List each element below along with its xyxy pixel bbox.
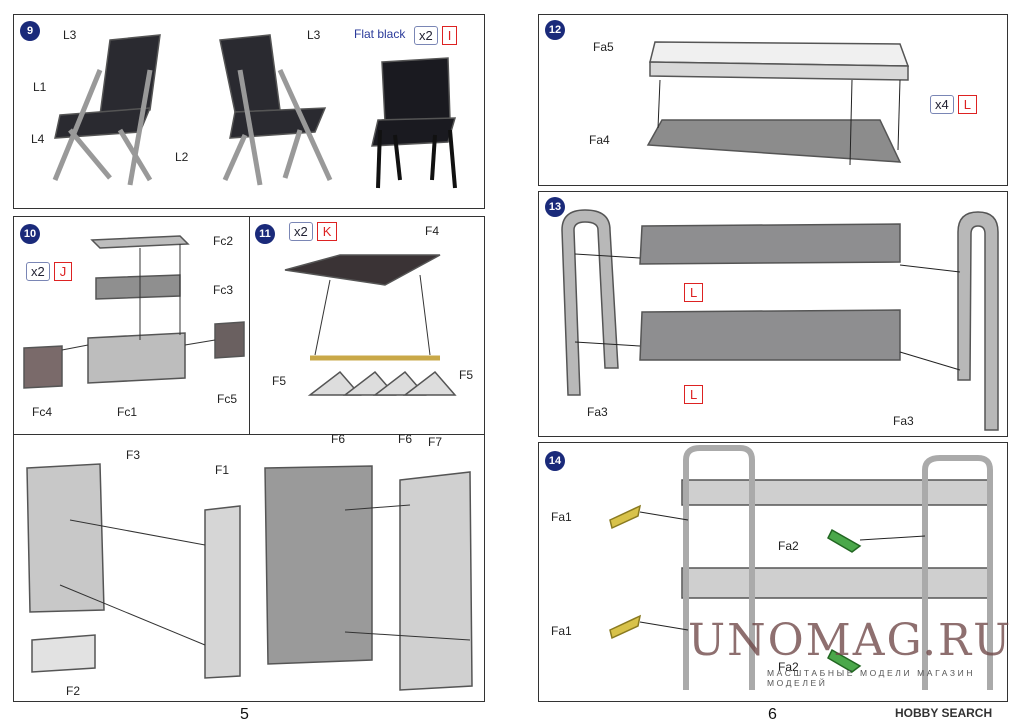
folding-chair-black-illustration [371, 57, 457, 189]
label-fc2: Fc2 [213, 234, 234, 248]
step-13-badge: 13 [545, 197, 565, 217]
label-f5-left: F5 [272, 374, 287, 388]
step13-code-bottom: L [684, 385, 704, 404]
label-fc5: Fc5 [217, 392, 238, 406]
label-fc4: Fc4 [32, 405, 53, 419]
watermark-unomag: UNOMAG.RU [688, 615, 1013, 666]
watermark-subtitle: МАСШТАБНЫЕ МОДЕЛИ МАГАЗИН МОДЕЛЕЙ [767, 668, 976, 688]
label-l3-right: L3 [307, 28, 321, 42]
label-fa5: Fa5 [593, 40, 614, 54]
label-f5-right: F5 [459, 368, 474, 382]
label-fa3-right: Fa3 [893, 414, 914, 428]
locker-assembly-illustration [26, 463, 473, 691]
step-14-badge: 14 [545, 451, 565, 471]
label-fa4: Fa4 [589, 133, 610, 147]
page-number-right: 6 [768, 706, 777, 723]
hanger-rack-illustration [284, 254, 457, 396]
label-f6-right: F6 [398, 432, 413, 446]
label-fa1-bottom: Fa1 [551, 624, 572, 638]
step-9-badge: 9 [20, 21, 40, 41]
folding-chair-middle-illustration [219, 34, 333, 186]
label-l1: L1 [33, 80, 47, 94]
step11-code-box: K [316, 222, 338, 241]
label-fa2-bottom: Fa2 [778, 660, 799, 674]
step11-qty-box: x2 [289, 222, 313, 241]
label-fc3: Fc3 [213, 283, 234, 297]
step-10-badge: 10 [20, 224, 40, 244]
step10-code-box: J [53, 262, 73, 281]
step12-code-box: L [957, 95, 977, 114]
folding-chair-left-illustration [52, 34, 161, 186]
label-f1: F1 [215, 463, 230, 477]
step12-qty-box: x4 [930, 95, 954, 114]
label-fa1-top: Fa1 [551, 510, 572, 524]
step10-quantity: x2 J [26, 262, 73, 281]
step10-panel [13, 216, 251, 436]
label-l2: L2 [175, 150, 189, 164]
step10-qty-box: x2 [26, 262, 50, 281]
label-fa3-left: Fa3 [587, 405, 608, 419]
label-f6-left: F6 [331, 432, 346, 446]
label-fc1: Fc1 [117, 405, 138, 419]
label-l4: L4 [31, 132, 45, 146]
page-number-left: 5 [240, 706, 249, 723]
step12-quantity: x4 L [930, 95, 977, 114]
step13-code-box-bottom: L [684, 385, 704, 404]
label-fa2-top: Fa2 [778, 539, 799, 553]
bunk-bed-illustration [609, 445, 993, 690]
step-11-badge: 11 [255, 224, 275, 244]
step13-code-box-top: L [684, 283, 704, 302]
step13-code-top: L [684, 283, 704, 302]
step9-quantity: x2 I [414, 26, 458, 45]
label-f3: F3 [126, 448, 141, 462]
desk-parts-illustration [23, 235, 245, 389]
step-12-badge: 12 [545, 20, 565, 40]
step9-qty-box: x2 [414, 26, 438, 45]
bunk-ends-illustration [561, 209, 999, 431]
paint-note-flat-black: Flat black [354, 27, 406, 41]
hobby-search-logo: HOBBY SEARCH [895, 706, 993, 720]
mattress-frame-illustration [646, 41, 910, 166]
label-f2: F2 [66, 684, 81, 698]
label-f7: F7 [428, 435, 443, 449]
label-l3-left: L3 [63, 28, 77, 42]
step9-code-box: I [441, 26, 458, 45]
label-f4: F4 [425, 224, 440, 238]
step11-quantity: x2 K [289, 222, 338, 241]
